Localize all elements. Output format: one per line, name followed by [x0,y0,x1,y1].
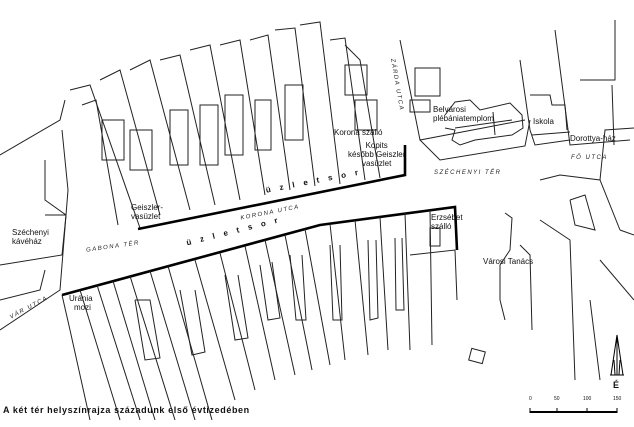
north-lots [69,21,381,229]
scale-tick-label: 0 [529,396,532,402]
label-geiszler-vasuzlet: Geiszler-vasüzlet [131,203,164,221]
street-szechenyi-ter: SZÉCHENYI TÉR [434,170,502,176]
label-varosi-tanacs: Városi Tanács [483,257,534,266]
kavehaz-block [0,99,69,331]
scale-bar [529,408,618,413]
north-arrow-label: É [613,380,620,390]
south-lots [61,209,486,421]
scale-tick-label: 100 [583,396,592,402]
scale-tick-label: 50 [554,396,560,402]
map-caption: A két tér helyszínrajza századunk első é… [3,405,250,415]
scale-tick-label: 150 [613,396,622,402]
korona-south-frontage [61,205,459,297]
north-arrow-icon [610,334,624,376]
label-dorottya-haz: Dorottya-ház [570,134,616,143]
varosi-tanacs-block [499,127,634,381]
korona-north-frontage [137,145,407,231]
label-iskola: Iskola [533,117,554,126]
street-fo-utca: FŐ UTCA [571,155,608,161]
label-korona-szallo: Korona szálló [334,128,383,137]
church-block [399,20,631,161]
